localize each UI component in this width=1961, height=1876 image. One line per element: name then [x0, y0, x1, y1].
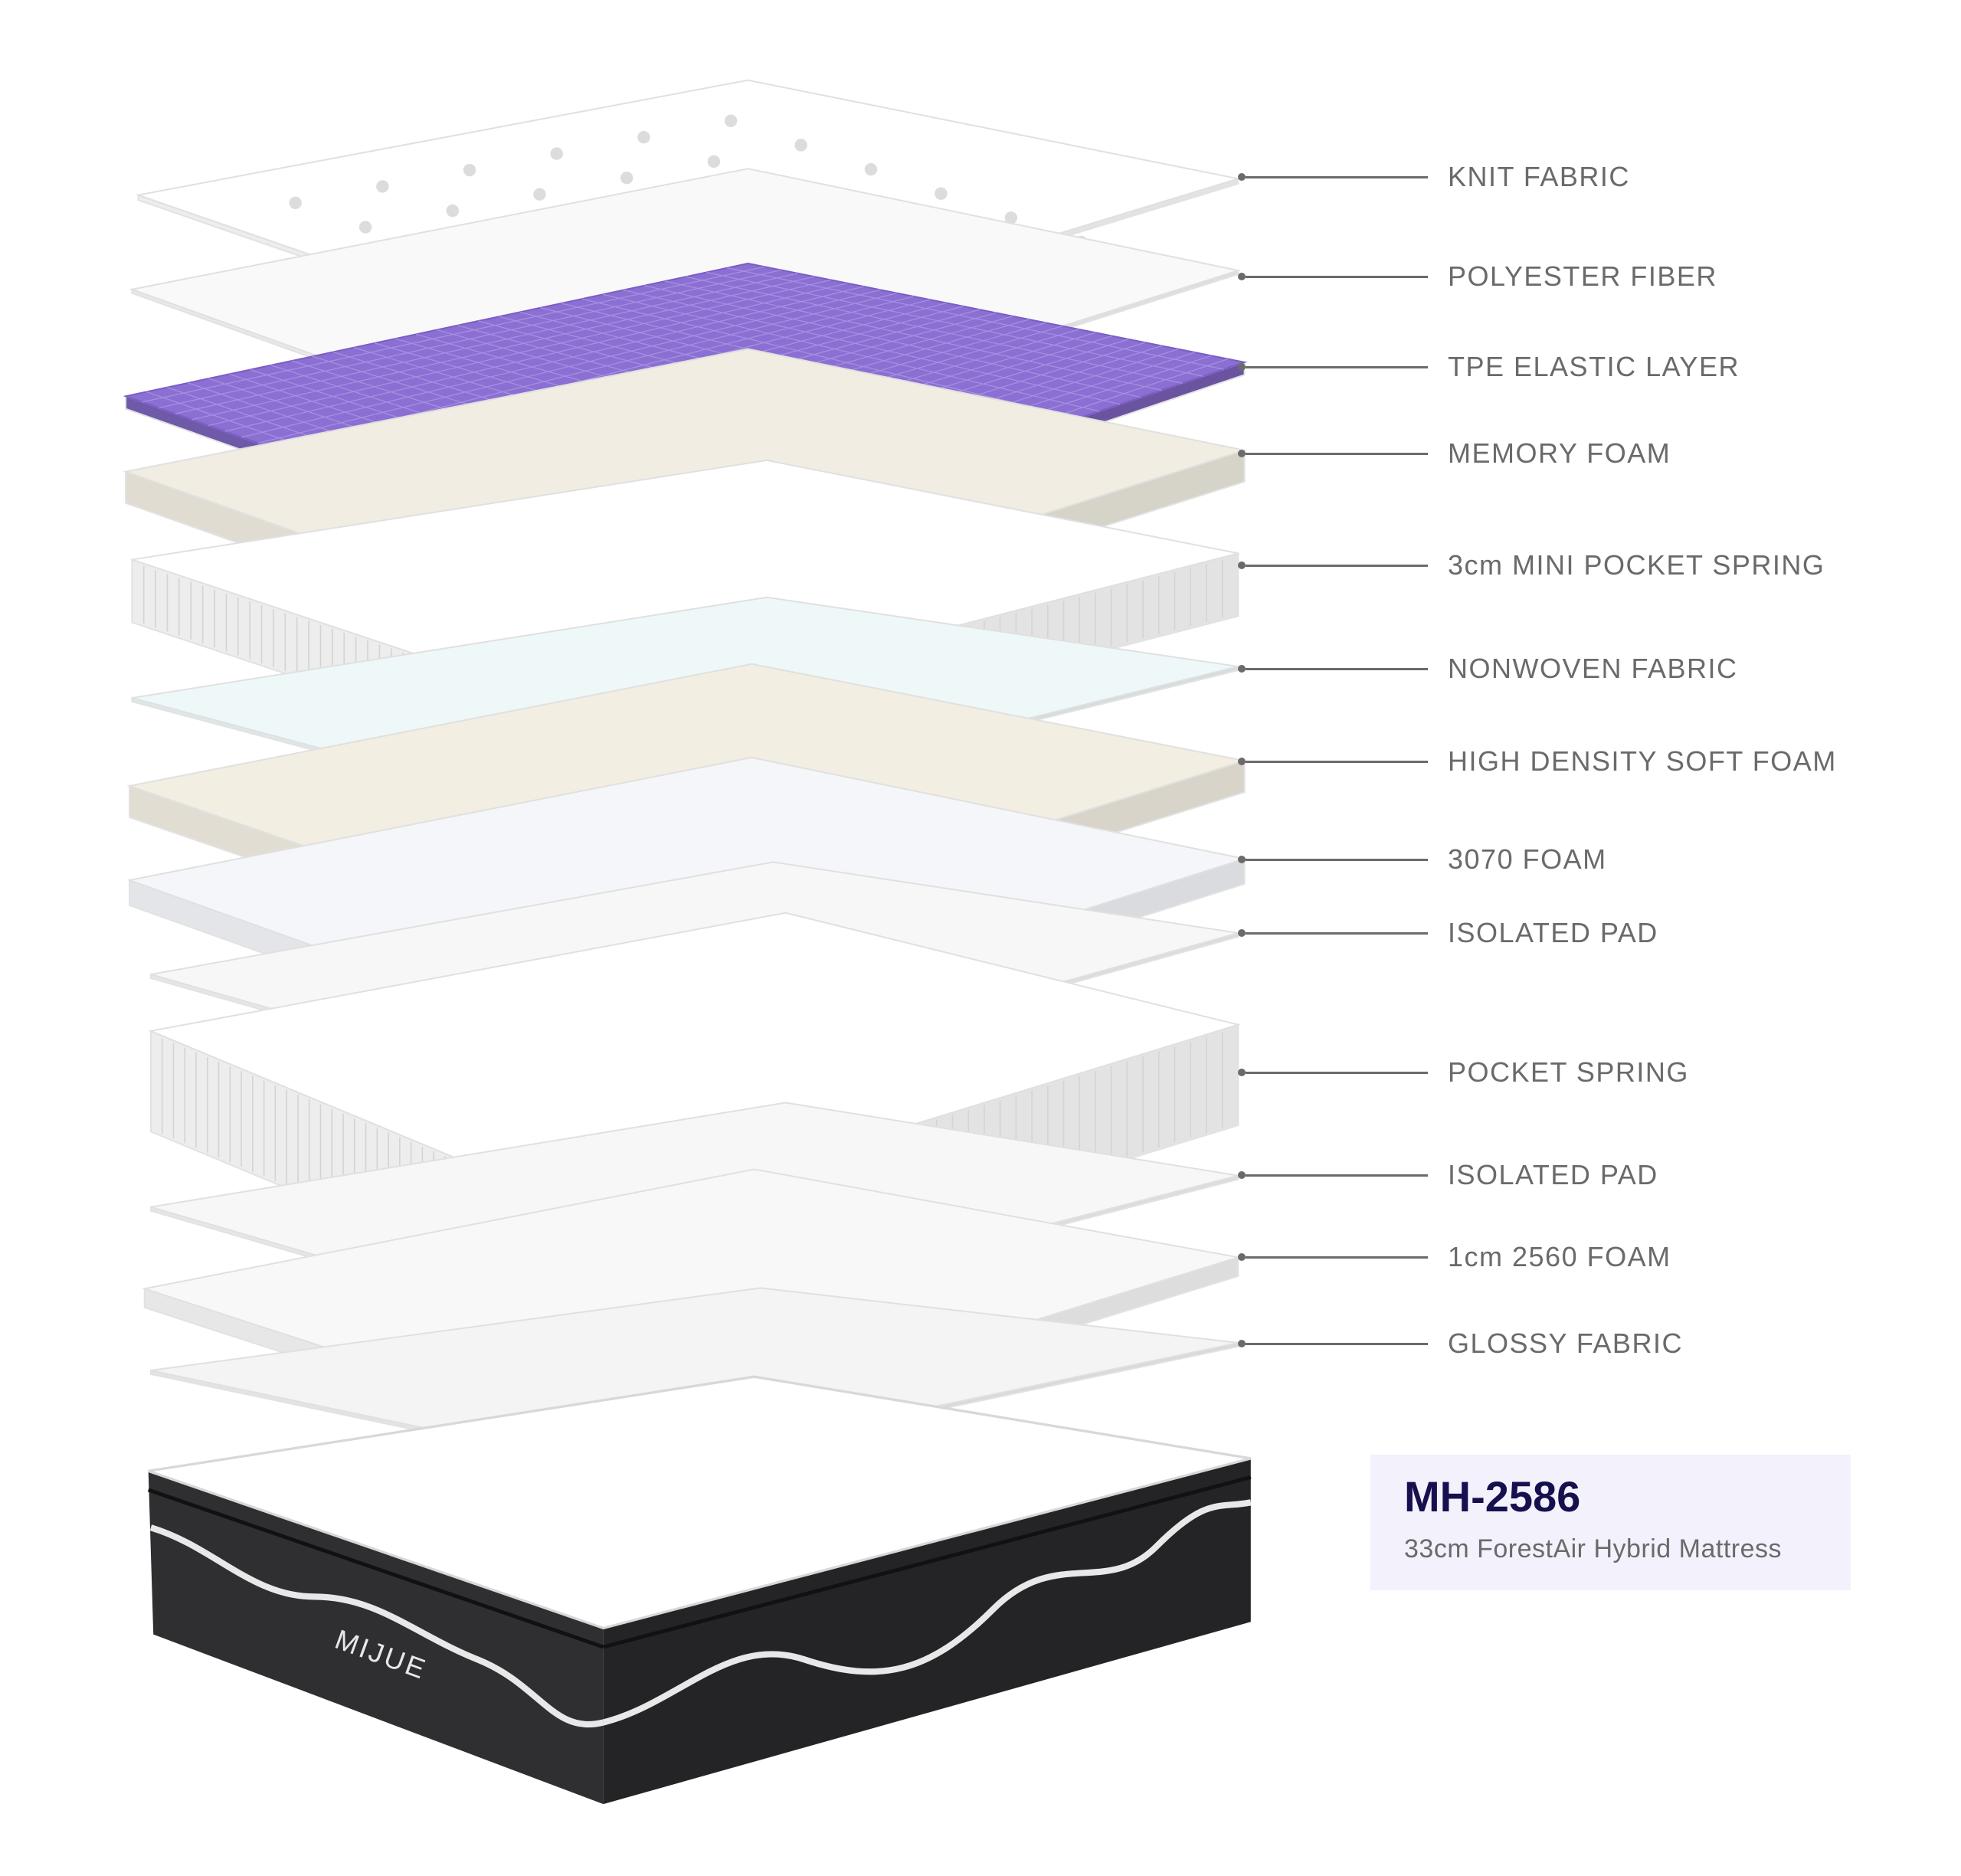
- callout-dot: [1238, 758, 1246, 765]
- tpe-grid-line: [664, 280, 1162, 391]
- callout-leader-line: [1246, 365, 1428, 368]
- callout-dot: [1238, 363, 1246, 371]
- layer-label: POLYESTER FIBER: [1448, 260, 1717, 292]
- callout-high-density-soft-foam: HIGH DENSITY SOFT FOAM: [1238, 745, 1837, 777]
- layer-label: 1cm 2560 FOAM: [1448, 1241, 1671, 1272]
- quilt-tuft: [935, 187, 948, 200]
- layer-label: HIGH DENSITY SOFT FOAM: [1448, 745, 1837, 777]
- callout-dot: [1238, 1253, 1246, 1261]
- layer-label: 3070 FOAM: [1448, 843, 1607, 875]
- callout-leader-line: [1246, 452, 1428, 455]
- callout-leader-line: [1246, 667, 1428, 670]
- callout-leader-line: [1246, 1342, 1428, 1345]
- callout-leader-line: [1246, 1174, 1428, 1177]
- callout-polyester-fiber: POLYESTER FIBER: [1238, 260, 1717, 292]
- quilt-tuft: [550, 147, 563, 160]
- callout-isolated-pad: ISOLATED PAD: [1238, 917, 1658, 948]
- callout-leader-line: [1246, 564, 1428, 567]
- mattress-wave-left: [149, 1524, 604, 1728]
- mattress-side-front: [603, 1458, 1251, 1805]
- quilt-tuft: [463, 163, 476, 177]
- layer-label: 3cm MINI POCKET SPRING: [1448, 549, 1825, 581]
- callout-knit-fabric: KNIT FABRIC: [1238, 161, 1630, 192]
- layer-label: POCKET SPRING: [1448, 1056, 1689, 1088]
- callout-leader-line: [1246, 275, 1428, 278]
- layer-label: KNIT FABRIC: [1448, 161, 1630, 192]
- quilt-tuft: [637, 130, 650, 144]
- quilt-tuft: [376, 180, 389, 193]
- callout-dot: [1238, 173, 1246, 181]
- mattress-seam-front: [603, 1475, 1252, 1649]
- quilt-tuft: [289, 196, 302, 210]
- callout-leader-line: [1246, 858, 1428, 861]
- callout-leader-line: [1246, 175, 1428, 178]
- mattress-wave-front: [602, 1499, 1252, 1726]
- quilt-tuft: [707, 155, 721, 169]
- quilt-tuft: [620, 172, 633, 185]
- callout-leader-line: [1246, 1071, 1428, 1074]
- callout-1cm-2560-foam: 1cm 2560 FOAM: [1238, 1241, 1671, 1272]
- tpe-grid-line: [643, 285, 1141, 398]
- layer-label: ISOLATED PAD: [1448, 1159, 1658, 1190]
- mattress-top: [148, 1375, 1252, 1630]
- callout-dot: [1238, 1069, 1246, 1076]
- callout-leader-line: [1246, 760, 1428, 763]
- callout-glossy-fabric: GLOSSY FABRIC: [1238, 1328, 1683, 1359]
- layer-label: ISOLATED PAD: [1448, 917, 1658, 948]
- callout-memory-foam: MEMORY FOAM: [1238, 437, 1671, 469]
- callout-dot: [1238, 856, 1246, 863]
- callout-dot: [1238, 273, 1246, 280]
- layer-label: MEMORY FOAM: [1448, 437, 1671, 469]
- callout-dot: [1238, 665, 1246, 673]
- callout-nonwoven-fabric: NONWOVEN FABRIC: [1238, 653, 1738, 684]
- layer-label: NONWOVEN FABRIC: [1448, 653, 1738, 684]
- mattress-side-left: [148, 1471, 604, 1805]
- quilt-tuft: [724, 114, 738, 127]
- quilt-tuft: [533, 188, 546, 201]
- model-number: MH-2586: [1404, 1472, 1581, 1521]
- callout-leader-line: [1246, 931, 1428, 935]
- quilt-tuft: [864, 162, 878, 176]
- tpe-grid-line: [706, 271, 1203, 377]
- callout-dot: [1238, 450, 1246, 457]
- callout-3cm-mini-pocket-spring: 3cm MINI POCKET SPRING: [1238, 549, 1825, 581]
- quilt-tuft: [1004, 211, 1018, 224]
- callout-leader-line: [1246, 1256, 1428, 1259]
- product-description: 33cm ForestAir Hybrid Mattress: [1404, 1534, 1782, 1563]
- assembled-mattress: MIJUE: [147, 1375, 1252, 1805]
- callout-pocket-spring: POCKET SPRING: [1238, 1056, 1689, 1088]
- callout-isolated-pad: ISOLATED PAD: [1238, 1159, 1658, 1190]
- quilt-tuft: [358, 221, 372, 234]
- quilt-tuft: [794, 139, 807, 152]
- mattress-seam-left: [147, 1488, 604, 1649]
- callout-dot: [1238, 561, 1246, 569]
- callout-dot: [1238, 1171, 1246, 1179]
- callout-dot: [1238, 1340, 1246, 1347]
- callout-3070-foam: 3070 FOAM: [1238, 843, 1607, 875]
- layer-label: GLOSSY FABRIC: [1448, 1328, 1683, 1359]
- tpe-grid-line: [727, 267, 1224, 370]
- exploded-layers: [123, 79, 1248, 1476]
- layer-label: TPE ELASTIC LAYER: [1448, 351, 1740, 382]
- product-info-card: MH-2586 33cm ForestAir Hybrid Mattress: [1370, 1455, 1851, 1590]
- callout-dot: [1238, 929, 1246, 937]
- quilt-tuft: [446, 204, 459, 218]
- callout-tpe-elastic-layer: TPE ELASTIC LAYER: [1238, 351, 1740, 382]
- tpe-grid-line: [686, 276, 1183, 384]
